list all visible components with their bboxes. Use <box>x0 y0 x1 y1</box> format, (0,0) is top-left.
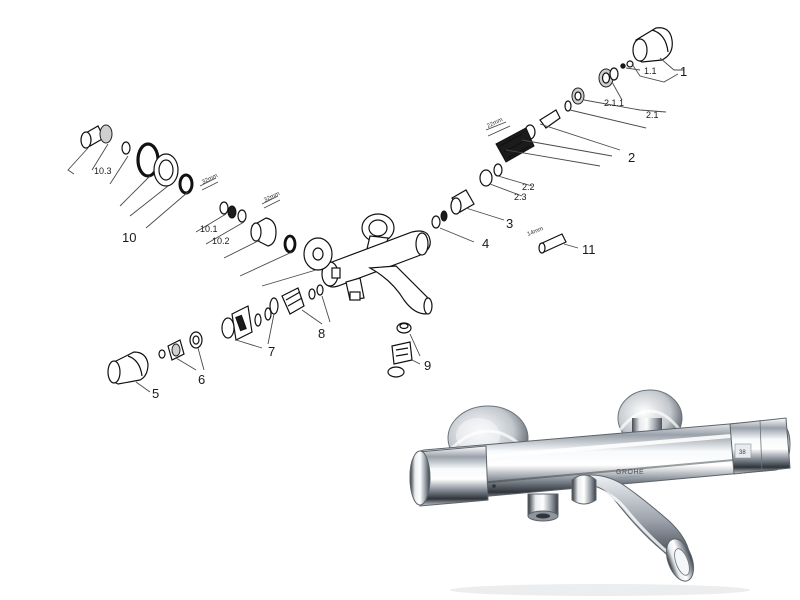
callout-2-3: 2.3 <box>514 192 527 202</box>
callout-10-2: 10.2 <box>212 236 230 246</box>
callout-2: 2 <box>628 150 635 165</box>
brand-logo-text: GROHE <box>616 469 644 476</box>
callout-10-3: 10.3 <box>94 166 112 176</box>
mixer-body-drawing <box>321 213 433 315</box>
callout-5: 5 <box>152 386 159 401</box>
leader-lines <box>67 57 684 393</box>
part-1-handle-cap <box>620 27 673 69</box>
callout-1-1: 1.1 <box>644 66 657 76</box>
part-3-sleeve <box>450 189 475 215</box>
callout-7: 7 <box>268 344 275 359</box>
callout-3: 3 <box>506 216 513 231</box>
part-10-check-valve-assembly <box>80 124 333 271</box>
product-render: 38 GROHE <box>409 389 791 596</box>
part-9-aerator <box>387 322 413 378</box>
callout-6: 6 <box>198 372 205 387</box>
callout-10-1: 10.1 <box>200 224 218 234</box>
dim-14mm: 14mm <box>527 226 545 238</box>
callout-1: 1 <box>680 64 687 79</box>
part-5-handle <box>107 351 149 385</box>
dim-32mm-a: 32mm <box>201 173 219 186</box>
callout-8: 8 <box>318 326 325 341</box>
callout-10: 10 <box>122 230 136 245</box>
part-4-nut <box>431 210 448 229</box>
part-11-tool <box>538 233 567 254</box>
callout-2-2: 2.2 <box>522 182 535 192</box>
callout-9: 9 <box>424 358 431 373</box>
callout-4: 4 <box>482 236 489 251</box>
callout-labels: 1 1.1 2 2.1 2.1.1 2.2 2.3 3 4 5 6 7 8 9 … <box>94 64 687 401</box>
temperature-scale-window <box>734 443 752 459</box>
temperature-scale-mark: 38 <box>739 450 746 456</box>
callout-2-1: 2.1 <box>646 110 659 120</box>
part-7-8-shutoff-cartridge <box>221 284 324 341</box>
outlet-connector <box>527 493 559 522</box>
part-2-thermostat-cartridge <box>479 67 619 187</box>
dim-32mm-b: 32mm <box>263 191 281 204</box>
dim-22mm: 22mm <box>486 117 504 130</box>
callout-2-1-1: 2.1.1 <box>604 98 624 108</box>
thermostatic-bar-body: 38 GROHE <box>409 417 791 507</box>
bath-spout <box>571 474 695 582</box>
callout-11: 11 <box>582 242 596 257</box>
exploded-view: 1 1.1 2 2.1 2.1.1 2.2 2.3 3 4 5 6 7 8 9 … <box>67 27 687 401</box>
part-6-adapter <box>158 331 203 361</box>
